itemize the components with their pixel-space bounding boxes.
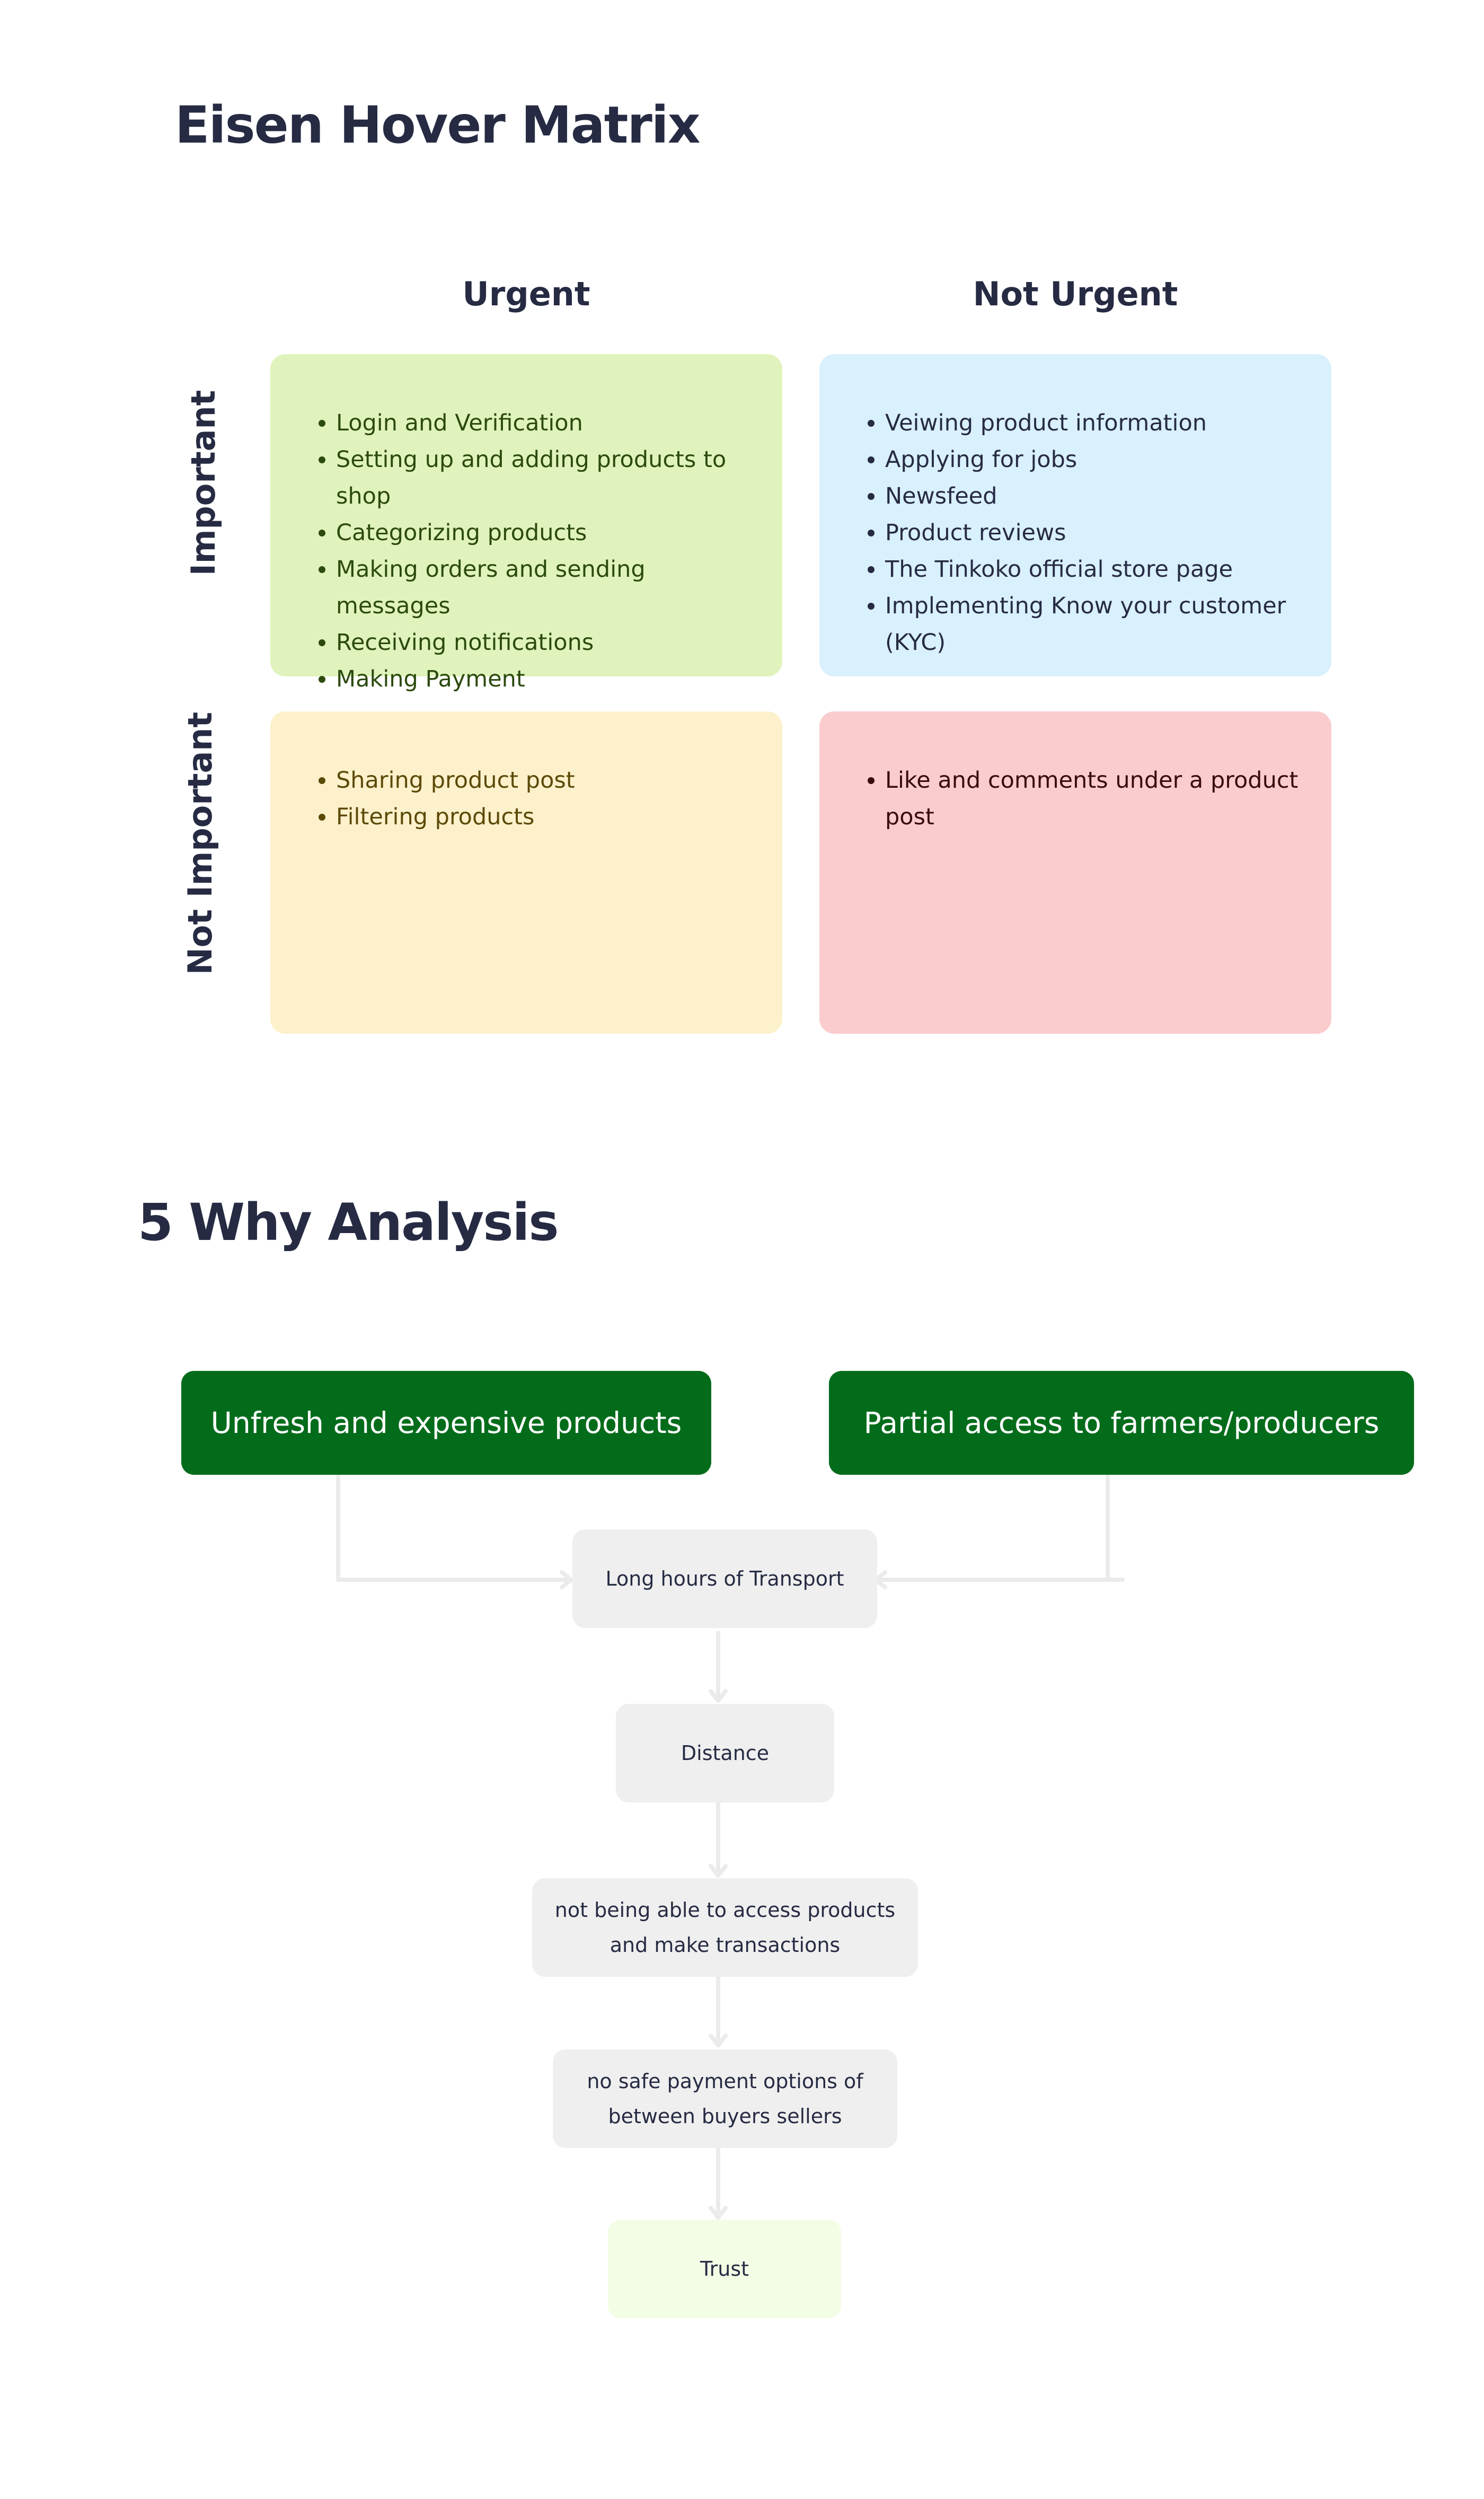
list-item: Newsfeed [885,478,1300,515]
list-item: Filtering products [336,799,750,835]
connector-line [875,1474,1125,1582]
quadrant-not-urgent-not-important: Like and comments under a product post [819,711,1331,1034]
quadrant-list: Like and comments under a product post [841,762,1300,835]
arrowhead [560,1570,573,1589]
list-item: Categorizing products [336,515,750,551]
quadrant-list: Sharing product post Filtering products [292,762,750,835]
column-header-not-urgent: Not Urgent [973,275,1178,313]
list-item: Like and comments under a product post [885,762,1300,835]
why-node-trust: Trust [608,2220,841,2318]
arrowhead [709,2206,728,2220]
why-node-4: no safe payment options of between buyer… [553,2049,897,2148]
list-item: Setting up and adding products to shop [336,442,750,515]
arrowhead [709,1864,728,1878]
arrowhead [709,1689,728,1703]
list-item: Making Payment [336,661,750,698]
eisenhower-title: Eisen Hover Matrix [175,95,701,155]
why-node-3: not being able to access products and ma… [532,1878,918,1977]
why-node-2: Distance [616,1704,834,1802]
quadrant-list: Veiwing product information Applying for… [841,405,1300,661]
connector-line [336,1474,572,1582]
list-item: Sharing product post [336,762,750,799]
quadrant-urgent-important: Login and Verification Setting up and ad… [270,354,782,692]
root-cause-unfresh-products: Unfresh and expensive products [181,1371,711,1475]
why-node-1: Long hours of Transport [572,1529,877,1628]
list-item: Veiwing product information [885,405,1300,442]
list-item: Receiving notifications [336,624,750,661]
list-item: Applying for jobs [885,442,1300,478]
quadrant-urgent-not-important: Sharing product post Filtering products [270,711,782,1034]
quadrant-list: Login and Verification Setting up and ad… [292,405,750,698]
arrowhead [709,2034,728,2047]
list-item: Implementing Know your customer (KYC) [885,588,1300,661]
list-item: Login and Verification [336,405,750,442]
list-item: Product reviews [885,515,1300,551]
column-header-urgent: Urgent [462,275,590,313]
root-cause-partial-access: Partial access to farmers/producers [829,1371,1414,1475]
list-item: Making orders and sending messages [336,551,750,624]
five-why-title: 5 Why Analysis [138,1193,559,1252]
list-item: The Tinkoko official store page [885,551,1300,588]
quadrant-not-urgent-important: Veiwing product information Applying for… [819,354,1331,676]
